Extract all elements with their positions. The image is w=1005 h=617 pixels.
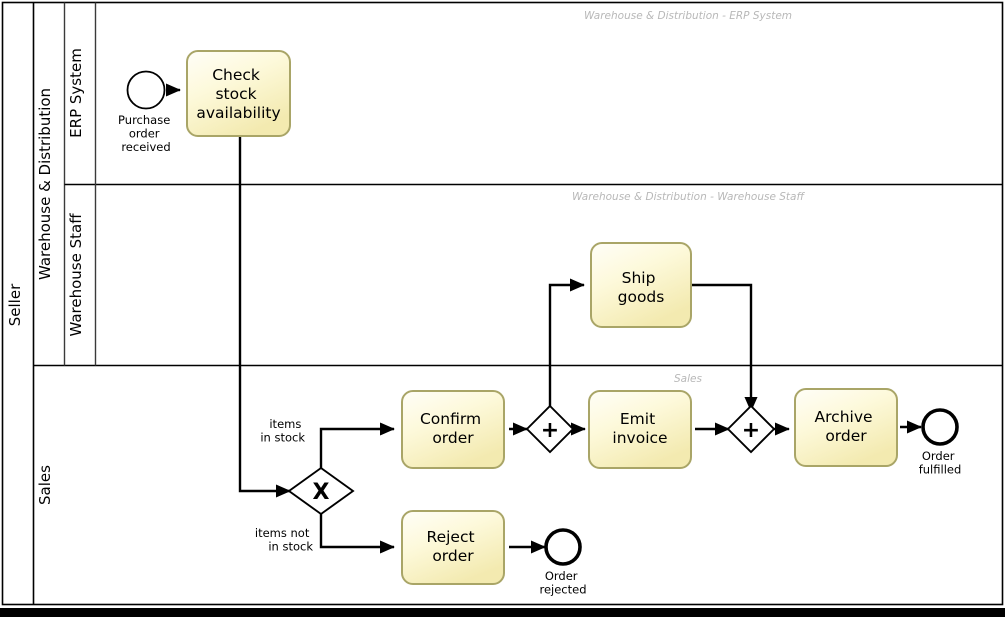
lane-erp-caption: Warehouse & Distribution - ERP System — [584, 10, 792, 22]
sequence-flows — [166, 83, 922, 554]
lane-warehouse-caption: Warehouse & Distribution - Warehouse Sta… — [572, 191, 806, 203]
task-box-confirm-order[interactable] — [401, 390, 505, 469]
gateway-exclusive-stock-check[interactable]: X — [287, 466, 355, 516]
lane-warehouse-title: Warehouse Staff — [67, 213, 85, 337]
task-confirm-order[interactable]: Confirm order — [401, 390, 505, 469]
task-label-archive-order: Archive order — [815, 408, 878, 445]
task-reject-order[interactable]: Reject order — [401, 510, 505, 585]
end-event-label-fulfilled: Order fulfilled — [919, 449, 962, 477]
pool-border — [1, 1, 1004, 606]
gateway-parallel-split-glyph: + — [541, 418, 559, 443]
task-label-reject-order: Reject order — [427, 528, 480, 565]
task-box-archive-order[interactable] — [794, 388, 898, 467]
gateway-exclusive-diamond[interactable] — [287, 466, 355, 516]
task-label-emit-invoice: Emit invoice — [612, 410, 667, 447]
lane-warehouse-staff: Warehouse Staff Warehouse & Distribution… — [67, 184, 806, 366]
task-box-check-stock[interactable] — [186, 50, 291, 137]
flow-not-in-stock-to-reject-order — [319, 507, 395, 554]
start-event-label: Purchase order received — [118, 113, 174, 154]
task-emit-invoice[interactable]: Emit invoice — [588, 390, 692, 469]
bottom-bar — [0, 608, 1005, 617]
event-end-order-rejected[interactable]: Order rejected — [539, 528, 587, 597]
lane-sales-caption: Sales — [674, 373, 702, 385]
flow-label-items-in-stock: items in stock — [260, 417, 305, 445]
end-event-circle-rejected[interactable] — [544, 528, 582, 566]
flow-parallel-split-to-ship-goods — [548, 278, 585, 410]
gateway-parallel-split-diamond[interactable] — [525, 404, 575, 454]
gateway-parallel-join-glyph: + — [742, 418, 760, 443]
flow-in-stock-to-confirm-order — [319, 422, 395, 476]
start-event-circle[interactable] — [126, 70, 166, 110]
task-check-stock-availability[interactable]: Check stock availability — [186, 50, 291, 137]
gateway-parallel-join[interactable]: + — [726, 404, 776, 454]
event-start-purchase-order-received[interactable]: Purchase order received — [118, 70, 174, 155]
task-box-reject-order[interactable] — [401, 510, 505, 585]
gateway-exclusive-glyph: X — [313, 480, 330, 505]
task-label-confirm-order: Confirm order — [420, 410, 486, 447]
flow-check-stock-to-gateway — [238, 136, 291, 498]
event-end-order-fulfilled[interactable]: Order fulfilled — [919, 408, 962, 477]
lane-erp-system: ERP System Warehouse & Distribution - ER… — [64, 2, 1003, 186]
lane-sales-title: Sales — [36, 465, 54, 505]
lane-sales: Sales Sales — [36, 373, 703, 505]
task-box-emit-invoice[interactable] — [588, 390, 692, 469]
task-archive-order[interactable]: Archive order — [794, 388, 898, 467]
task-box-ship-goods[interactable] — [590, 242, 692, 328]
gateway-parallel-join-diamond[interactable] — [726, 404, 776, 454]
end-event-circle-fulfilled[interactable] — [921, 408, 959, 446]
gateway-parallel-split[interactable]: + — [525, 404, 575, 454]
lane-group-title: Warehouse & Distribution — [36, 88, 54, 280]
end-event-label-rejected: Order rejected — [539, 569, 586, 597]
flow-label-items-not-in-stock: items not in stock — [255, 526, 313, 554]
pool-title: Seller — [6, 283, 24, 326]
flow-condition-labels: items in stock items not in stock — [255, 417, 313, 554]
task-label-check-stock: Check stock availability — [196, 66, 280, 122]
flow-ship-goods-to-parallel-join — [691, 283, 758, 412]
task-ship-goods[interactable]: Ship goods — [590, 242, 692, 328]
task-label-ship-goods: Ship goods — [618, 269, 665, 306]
lane-erp-title: ERP System — [67, 48, 85, 138]
pool-seller: Seller — [1, 1, 1004, 606]
